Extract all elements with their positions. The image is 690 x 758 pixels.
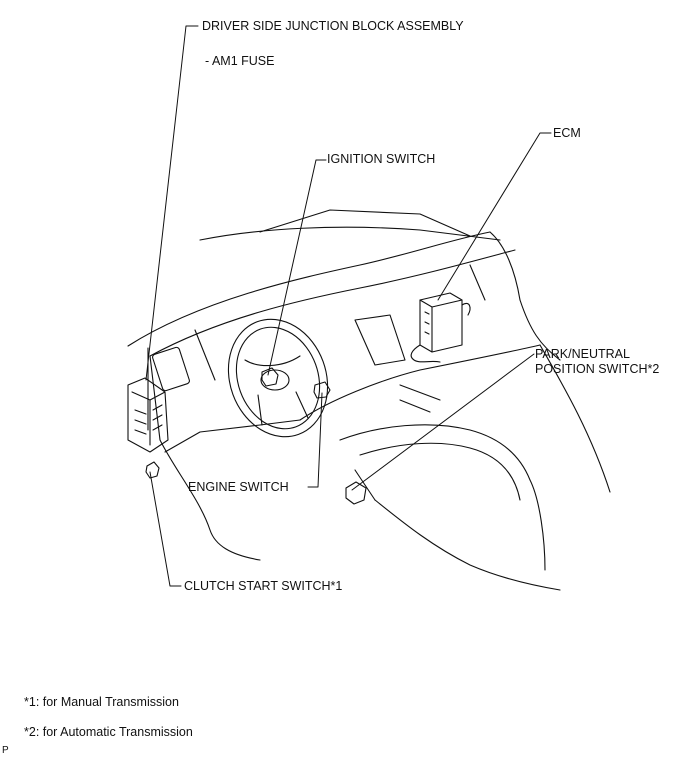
label-junction-block: DRIVER SIDE JUNCTION BLOCK ASSEMBLY [202, 19, 464, 33]
ecm-part [410, 292, 471, 363]
dashboard-outline [127, 209, 611, 591]
footnote-2: *2: for Automatic Transmission [24, 725, 193, 739]
corner-mark: P [2, 745, 9, 756]
park-neutral-switch-part [345, 481, 367, 505]
footnote-1: *1: for Manual Transmission [24, 695, 179, 709]
steering-wheel [227, 318, 329, 438]
ignition-switch-part [261, 367, 279, 387]
leader-lines [145, 25, 552, 587]
junction-block-part [127, 377, 169, 453]
label-engine-switch: ENGINE SWITCH [188, 480, 289, 494]
label-am1-fuse: - AM1 FUSE [205, 54, 275, 68]
label-ignition-switch: IGNITION SWITCH [327, 152, 436, 166]
label-clutch-start-switch: CLUTCH START SWITCH*1 [184, 579, 343, 593]
engine-switch-part [313, 381, 331, 399]
label-ecm: ECM [553, 126, 581, 140]
label-park-neutral-switch: PARK/NEUTRAL POSITION SWITCH*2 [535, 347, 660, 376]
clutch-start-switch-part [145, 461, 160, 479]
